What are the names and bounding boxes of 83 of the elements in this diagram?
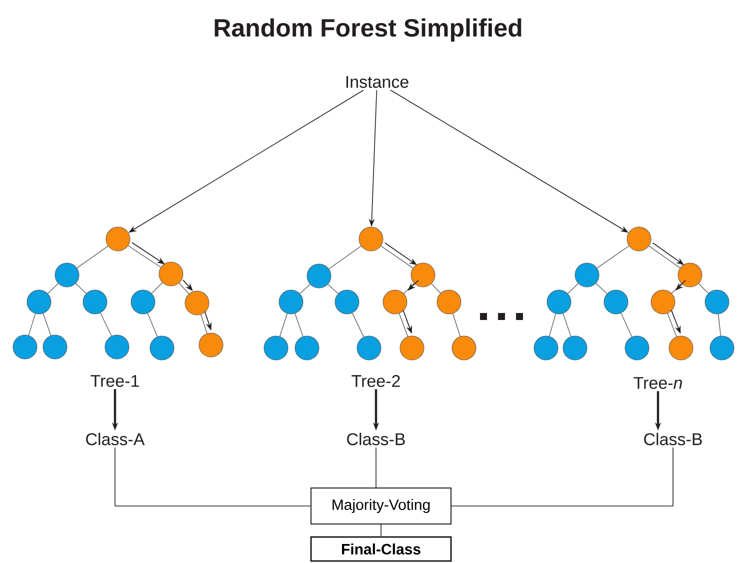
tree-node-circle [82, 290, 108, 314]
tree-node-circle [106, 226, 130, 252]
tree-node-circle [678, 262, 702, 288]
tree-node-circle [334, 290, 360, 314]
tree-node-circle [668, 336, 694, 360]
tree-node-circle [358, 226, 384, 252]
tree-branch [671, 283, 682, 294]
tree-branch [648, 246, 680, 268]
tree-branch [352, 312, 364, 338]
tree-branch [300, 284, 310, 294]
process-box: Majority-Voting [310, 488, 452, 524]
tree-branch [178, 282, 190, 294]
tree-node-circle [12, 334, 38, 360]
result-box: Final-Class [310, 536, 452, 562]
tree-node-circle [562, 336, 588, 360]
label-text: Tree-1 [90, 375, 139, 387]
connector-line [114, 447, 311, 506]
tree-node-circle [54, 262, 80, 288]
tree-branch [380, 246, 414, 268]
tree-branch [47, 283, 59, 294]
tree-branch [567, 283, 579, 294]
tree-node-circle [534, 336, 558, 360]
tree-branch [128, 245, 162, 268]
tree-branch [147, 312, 158, 338]
connector-line [451, 447, 674, 506]
tree-branch [28, 313, 36, 336]
tree-branch [548, 313, 556, 337]
tree-node-circle [158, 262, 184, 286]
tree-branch [596, 283, 608, 294]
tree-branch [620, 312, 632, 338]
tree-branch [718, 314, 722, 336]
tree-branch [667, 313, 677, 337]
tree-node-circle [546, 290, 572, 314]
tree-node-circle [198, 332, 224, 358]
tree-branch [698, 283, 709, 294]
tree-node-circle [356, 336, 382, 360]
tree-node-circle [452, 336, 476, 360]
tree-branch [200, 314, 208, 334]
tree-node-circle [574, 262, 600, 288]
tree-branch [562, 313, 572, 337]
tree-node-circle [130, 290, 156, 314]
tree-branch [328, 246, 362, 270]
tree-branch [279, 313, 288, 337]
tree-node-circle [184, 290, 210, 316]
tree-branch [452, 313, 461, 337]
label-text: Class-A [86, 432, 145, 446]
tree-branch [75, 283, 87, 294]
tree-branch [328, 284, 338, 294]
tree-node-circle [436, 290, 462, 314]
tree-branch [596, 246, 630, 268]
tree-node-circle [104, 334, 130, 360]
tree-node-circle [704, 290, 730, 314]
tree-node-circle [650, 290, 676, 314]
label-text: Tree-2 [352, 374, 400, 388]
tree-branch [398, 313, 408, 337]
tree-node-circle [42, 334, 68, 360]
label-text: Class-B [644, 432, 702, 446]
label-text: Class-B [347, 432, 405, 446]
tree-node-circle [410, 262, 436, 288]
tree-branch [151, 282, 163, 294]
tree-branch [42, 313, 52, 336]
tree-node-circle [624, 336, 650, 360]
path-arrow [676, 280, 686, 290]
tree-node-circle [710, 336, 734, 360]
tree-branch [100, 312, 112, 336]
tree-node-circle [604, 290, 628, 314]
label-text: Tree-n [634, 377, 682, 389]
tree-node-circle [264, 336, 288, 360]
tree-branch [76, 246, 108, 268]
tree-node-circle [400, 336, 424, 360]
tree-node-circle [278, 290, 304, 314]
connector-line [380, 524, 382, 537]
tree-branch [403, 283, 415, 294]
tree-node-circle [382, 290, 408, 314]
title: Random Forest Simplified [214, 18, 522, 42]
tree-node-circle [294, 336, 320, 360]
tree-branch [294, 313, 304, 337]
tree-node-circle [306, 264, 332, 288]
label-text: Instance [346, 76, 408, 88]
tree-node-circle [26, 290, 52, 314]
tree-node-circle [626, 226, 652, 252]
tree-node-circle [150, 336, 174, 360]
tree-branch [431, 283, 441, 294]
